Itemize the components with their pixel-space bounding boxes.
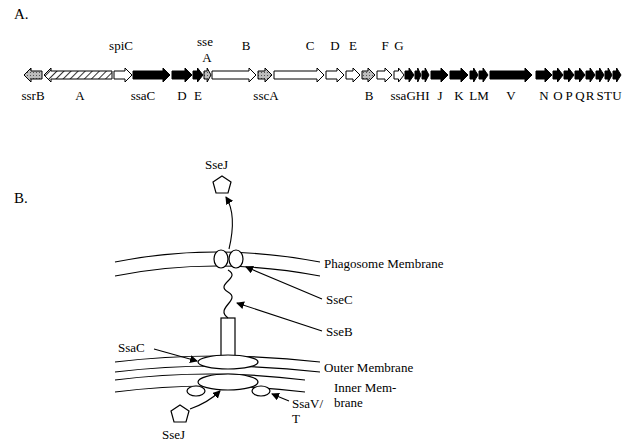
callout-label: SsaV/ T <box>292 396 330 426</box>
gene-label: ssaC <box>131 88 156 103</box>
ssej-effector <box>213 176 231 193</box>
gene-label: K <box>454 88 463 103</box>
gene-label: Q <box>575 88 584 103</box>
leader-line <box>154 349 197 361</box>
callout-label: SseJ <box>205 157 228 172</box>
gene-label: V <box>506 88 515 103</box>
gene-arrow <box>24 68 42 82</box>
gene-arrow <box>536 68 552 82</box>
callout-label: SsaC <box>118 340 145 355</box>
gene-label: sse <box>197 34 213 49</box>
gene-arrow <box>575 68 585 82</box>
gene-arrow <box>450 68 468 82</box>
gene-label: S <box>596 88 603 103</box>
gene-label: B <box>365 88 374 103</box>
gene-label: D <box>177 88 186 103</box>
gene-label: E <box>194 88 202 103</box>
gene-label: U <box>612 88 621 103</box>
panel-letter: A. <box>14 6 29 23</box>
gene-arrow <box>479 68 488 82</box>
gene-arrow <box>586 68 595 82</box>
ssav-t-subunit <box>187 386 205 396</box>
gene-label: E <box>349 38 357 53</box>
gene-arrow <box>605 68 612 82</box>
gene-label: N <box>539 88 548 103</box>
gene-arrow <box>415 68 421 82</box>
leader-line <box>237 303 322 331</box>
gene-label: O <box>553 88 562 103</box>
ssec-pore <box>229 250 243 268</box>
gene-arrow <box>405 68 414 82</box>
gene-arrow <box>431 68 448 82</box>
gene-arrow <box>553 68 563 82</box>
gene-label: ssaGHI <box>391 88 430 103</box>
gene-label: C <box>306 38 315 53</box>
gene-map <box>24 68 621 82</box>
callout-label: SseB <box>326 324 353 339</box>
gene-arrow <box>204 68 211 82</box>
callout-label: Phagosome Membrane <box>324 256 444 271</box>
gene-arrow <box>394 68 404 82</box>
needle <box>221 318 235 356</box>
gene-label: J <box>437 88 442 103</box>
leader-line <box>272 394 289 401</box>
gene-label: D <box>330 38 339 53</box>
ssav-t-subunit <box>252 386 270 396</box>
gene-arrow <box>326 68 344 82</box>
gene-arrow <box>596 68 604 82</box>
callout-label: Outer Membrane <box>324 360 413 375</box>
gene-arrow <box>613 68 621 82</box>
membranes <box>115 252 320 392</box>
gene-arrow <box>133 68 170 82</box>
gene-arrow <box>346 68 360 82</box>
gene-arrow <box>44 68 112 82</box>
secretion-arrow <box>226 197 232 249</box>
gene-arrow <box>258 68 272 82</box>
ssec-sseb-filament <box>224 270 232 318</box>
secretion-apparatus <box>171 176 270 422</box>
panel-letter: B. <box>14 190 28 207</box>
gene-arrow <box>212 68 256 82</box>
gene-arrow <box>422 68 429 82</box>
gene-arrow <box>470 68 478 82</box>
callout-label: SseC <box>326 292 353 307</box>
gene-arrow <box>172 68 192 82</box>
leaders <box>154 197 322 409</box>
gene-arrow <box>377 68 392 82</box>
gene-arrow <box>193 68 203 82</box>
gene-arrow <box>114 68 132 82</box>
inner-ring <box>198 374 258 390</box>
gene-label: F <box>381 38 388 53</box>
callout-label: SseJ <box>162 427 185 442</box>
gene-arrow <box>362 68 375 82</box>
gene-label: ssrB <box>21 88 44 103</box>
gene-label: A <box>75 88 84 103</box>
gene-label: spiC <box>109 38 133 53</box>
leader-line <box>246 267 322 299</box>
gene-arrow <box>274 68 324 82</box>
secretion-arrow <box>190 391 220 409</box>
gene-label: sscA <box>253 88 278 103</box>
gene-label: T <box>604 88 612 103</box>
ssec-pore <box>214 250 228 268</box>
ssac-ring <box>198 355 258 369</box>
gene-label: LM <box>469 88 489 103</box>
ssej-effector <box>171 405 189 422</box>
gene-label: B <box>242 38 251 53</box>
gene-label: G <box>394 38 403 53</box>
gene-label: A <box>202 50 211 65</box>
callout-label: Inner Mem- brane <box>334 380 406 410</box>
gene-arrow <box>564 68 574 82</box>
gene-label: R <box>586 88 595 103</box>
gene-arrow <box>490 68 532 82</box>
gene-label: P <box>565 88 572 103</box>
